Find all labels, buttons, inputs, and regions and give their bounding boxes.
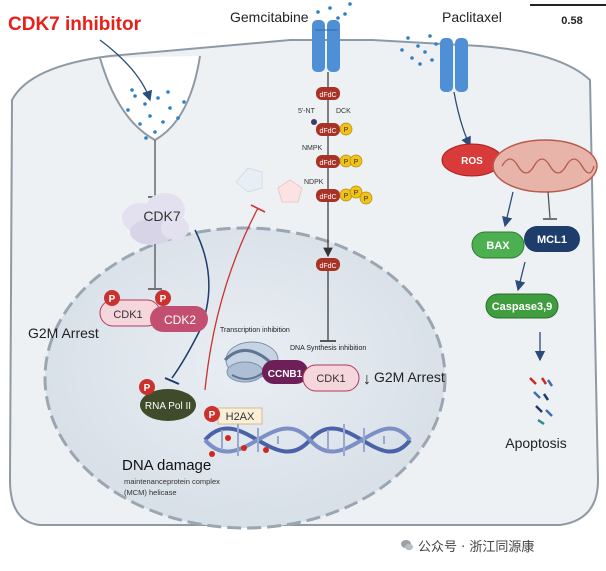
bax-node xyxy=(471,231,525,259)
dfdc-pills xyxy=(316,87,340,271)
phos-1: P xyxy=(344,127,349,134)
caspase-node xyxy=(485,293,559,319)
dna-damage-sub2: (MCM) helicase xyxy=(124,488,177,497)
dna-damage-marks xyxy=(209,435,269,457)
dfdc-1: dFdC xyxy=(319,92,336,99)
wechat-icon xyxy=(401,540,413,551)
nt-label: 5'-NT xyxy=(298,108,316,115)
cdk7-label: CDK7 xyxy=(143,208,181,224)
dna-damage-title: DNA damage xyxy=(122,457,211,474)
phos-4: P xyxy=(344,193,349,200)
mcl1-node xyxy=(524,226,580,252)
dfdc-5: dFdC xyxy=(319,263,336,270)
dna-damage-sub1: maintenanceprotein complex xyxy=(124,477,220,486)
paclitaxel-molecules xyxy=(400,34,438,66)
mitochondrion xyxy=(492,139,598,193)
center-g2m-arrest: G2M Arrest xyxy=(374,369,445,385)
red-inhibit-bar xyxy=(250,204,266,213)
inhibit-bar-rna-pol xyxy=(164,377,180,385)
dck-label: DCK xyxy=(336,108,351,115)
red-inhibit-line xyxy=(204,207,259,391)
gemcitabine-receptor xyxy=(312,20,340,72)
dfdc-4: dFdC xyxy=(319,194,336,201)
arrow-to-caspase xyxy=(515,261,526,292)
left-p2: P xyxy=(160,294,167,305)
phos-6: P xyxy=(364,196,369,203)
rna-pol-ii xyxy=(140,389,196,421)
center-cdk1-label: CDK1 xyxy=(316,373,345,385)
phosphates xyxy=(339,122,373,205)
phos-5: P xyxy=(354,190,359,197)
faint-pentagon-1 xyxy=(277,179,303,203)
phos-3: P xyxy=(354,159,359,166)
cdk1-cdk2-complex xyxy=(99,290,208,332)
cdk7-cloud xyxy=(122,193,189,245)
dfdc-2: dFdC xyxy=(319,128,336,135)
watermark-text: 公众号 · 浙江同源康 xyxy=(418,540,535,555)
rna-pol-label: RNA Pol II xyxy=(145,401,191,412)
transcription-inhibition: Transcription inhibition xyxy=(220,327,290,334)
left-cdk1-label: CDK1 xyxy=(113,309,142,321)
dna-rungs xyxy=(221,424,385,456)
rna-pol-p: P xyxy=(144,383,151,394)
ndpk-label: NDPK xyxy=(304,179,324,186)
h2ax-label: H2AX xyxy=(226,411,255,423)
title-cdk7-inhibitor: CDK7 inhibitor xyxy=(8,14,142,35)
rna-pol-p-circle xyxy=(139,379,155,395)
left-g2m-arrest: G2M Arrest xyxy=(28,325,99,341)
center-cdk1-box xyxy=(302,364,360,392)
apoptosis-label: Apoptosis xyxy=(505,435,566,451)
dfdc-3: dFdC xyxy=(319,160,336,167)
dna-synthesis-inhibition: DNA Synthesis inhibition xyxy=(290,345,366,352)
inhibit-line-mcl1 xyxy=(547,191,551,219)
mcl1-label: MCL1 xyxy=(537,234,567,246)
left-p1: P xyxy=(109,294,116,305)
inhibitor-arrow xyxy=(99,39,153,102)
paclitaxel-arrow xyxy=(453,91,471,148)
nmpk-label: NMPK xyxy=(302,145,323,152)
left-cdk2-label: CDK2 xyxy=(164,313,196,327)
phos-2: P xyxy=(344,159,349,166)
nt-dot xyxy=(311,119,317,125)
inhibitor-molecules xyxy=(126,88,186,140)
h2ax-p-circle xyxy=(204,406,220,422)
h2ax-p: P xyxy=(209,410,216,421)
caspase-label: Caspase3,9 xyxy=(492,301,553,313)
paclitaxel-receptor xyxy=(440,38,468,92)
ccnb1-box xyxy=(262,360,308,384)
ccnb1-label: CCNB1 xyxy=(268,369,303,380)
paclitaxel-label: Paclitaxel xyxy=(442,9,502,25)
arrow-to-bax xyxy=(502,191,514,228)
down-arrow-glyph: ↓ xyxy=(363,371,371,388)
gemcitabine-label: Gemcitabine xyxy=(230,9,309,25)
scale-value: 0.58 xyxy=(561,15,582,27)
bax-label: BAX xyxy=(486,240,510,252)
ros-label: ROS xyxy=(461,156,483,167)
gemcitabine-molecules xyxy=(316,2,352,20)
fragmented-dna-icon xyxy=(529,377,554,426)
faint-pentagon-2 xyxy=(235,167,263,193)
